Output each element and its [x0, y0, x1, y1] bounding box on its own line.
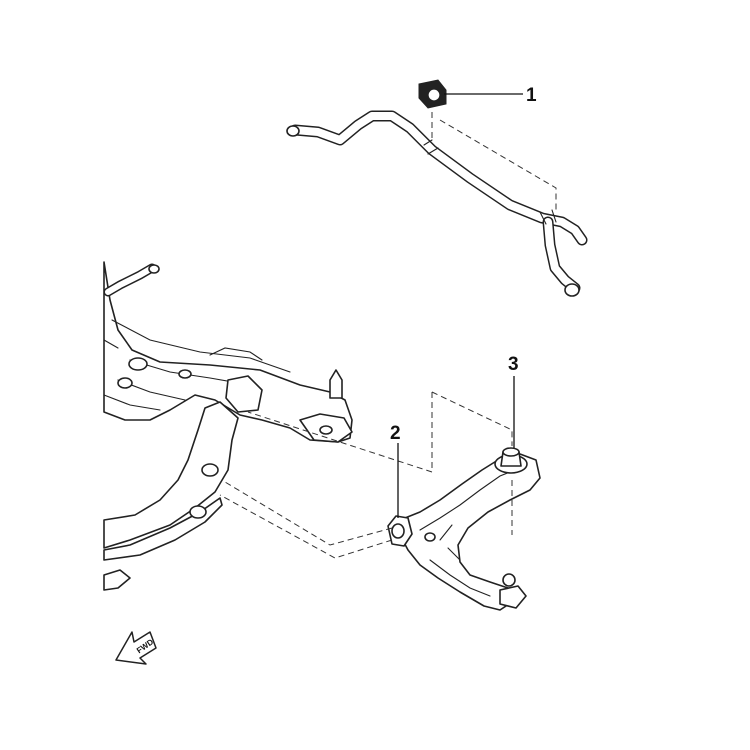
- callout-2-label: 2: [390, 423, 401, 444]
- stabilizer-bushing: [418, 79, 447, 109]
- callout-2: 2: [390, 423, 401, 518]
- front-subframe: [103, 261, 353, 591]
- callout-1: 1: [444, 85, 537, 106]
- forward-direction-arrow: FWD: [115, 631, 157, 665]
- callout-3: 3: [508, 354, 519, 448]
- callout-3-label: 3: [508, 354, 519, 375]
- stabilizer-bar: [286, 110, 588, 297]
- lower-control-arm: [387, 447, 541, 611]
- callout-1-label: 1: [526, 85, 537, 106]
